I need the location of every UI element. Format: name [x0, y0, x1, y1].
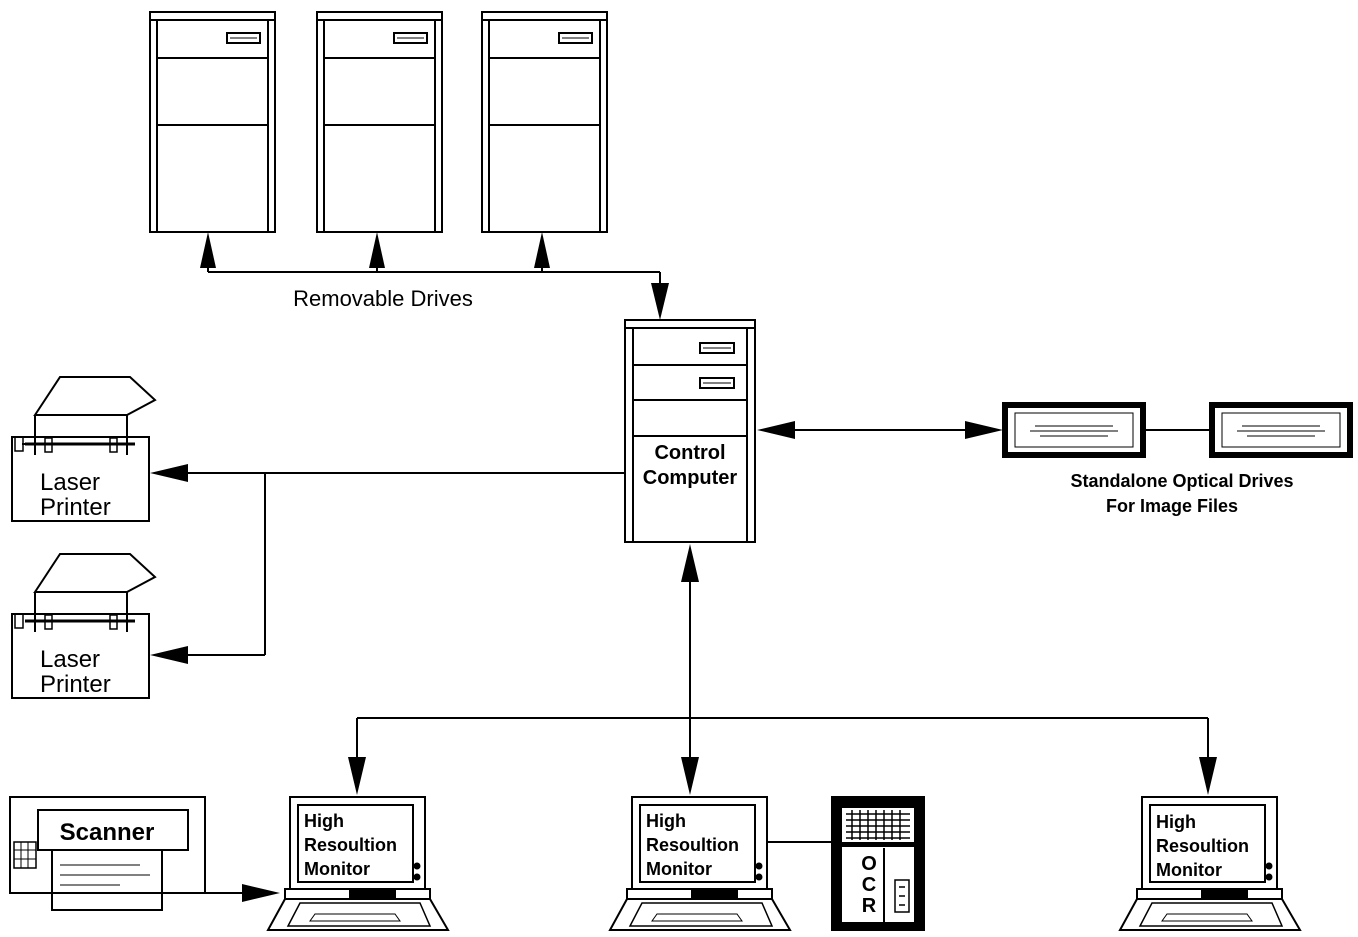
monitor-2-label-line2: Resoultion [646, 835, 739, 855]
laser-printer-2-label-line2: Printer [40, 671, 111, 698]
computer-optical-arrowheads [757, 421, 1003, 439]
optical-drive-1 [1002, 402, 1146, 458]
removable-drive-2 [316, 11, 443, 233]
scanner-label: Scanner [60, 819, 155, 846]
drive-arrowheads [200, 232, 669, 320]
computer-workstation-link [356, 578, 1209, 760]
monitor-2-label-line3: Monitor [646, 859, 712, 879]
control-computer-label-line2: Computer [643, 467, 738, 489]
monitor-1-label-line3: Monitor [304, 859, 370, 879]
laser-printer-1-label-line2: Printer [40, 494, 111, 521]
standalone-drives-label-line1: Standalone Optical Drives [1070, 471, 1293, 491]
optical-drive-2 [1209, 402, 1353, 458]
monitor-3-label-line1: High [1156, 812, 1196, 832]
laser-printer-1 [11, 376, 157, 522]
monitor-2-label-line1: High [646, 811, 686, 831]
ocr-label-o: O [861, 853, 877, 875]
workstation-1 [266, 796, 450, 931]
removable-drive-1 [149, 11, 276, 233]
standalone-drives-label-line2: For Image Files [1106, 496, 1238, 516]
scanner [9, 796, 206, 911]
ocr-label-r: R [862, 895, 877, 917]
ocr-label-c: C [862, 874, 876, 896]
printer-links [185, 472, 625, 656]
monitor-1-label-line2: Resoultion [304, 835, 397, 855]
monitor-1-label-line1: High [304, 811, 344, 831]
printer-arrowheads [150, 464, 188, 664]
monitor-3-label-line3: Monitor [1156, 860, 1222, 880]
scanner-arrowhead [242, 884, 280, 902]
removable-drives-label: Removable Drives [293, 286, 473, 311]
removable-drive-3 [481, 11, 608, 233]
laser-printer-2-label-line1: Laser [40, 646, 100, 673]
laser-printer-1-label-line1: Laser [40, 469, 100, 496]
control-computer [624, 319, 756, 543]
laser-printer-2 [11, 553, 157, 699]
workstation-arrowheads [348, 544, 1217, 795]
ocr-unit [831, 796, 925, 931]
monitor-3-label-line2: Resoultion [1156, 836, 1249, 856]
control-computer-label-line1: Control [654, 442, 725, 464]
workstation-3 [1118, 796, 1302, 931]
